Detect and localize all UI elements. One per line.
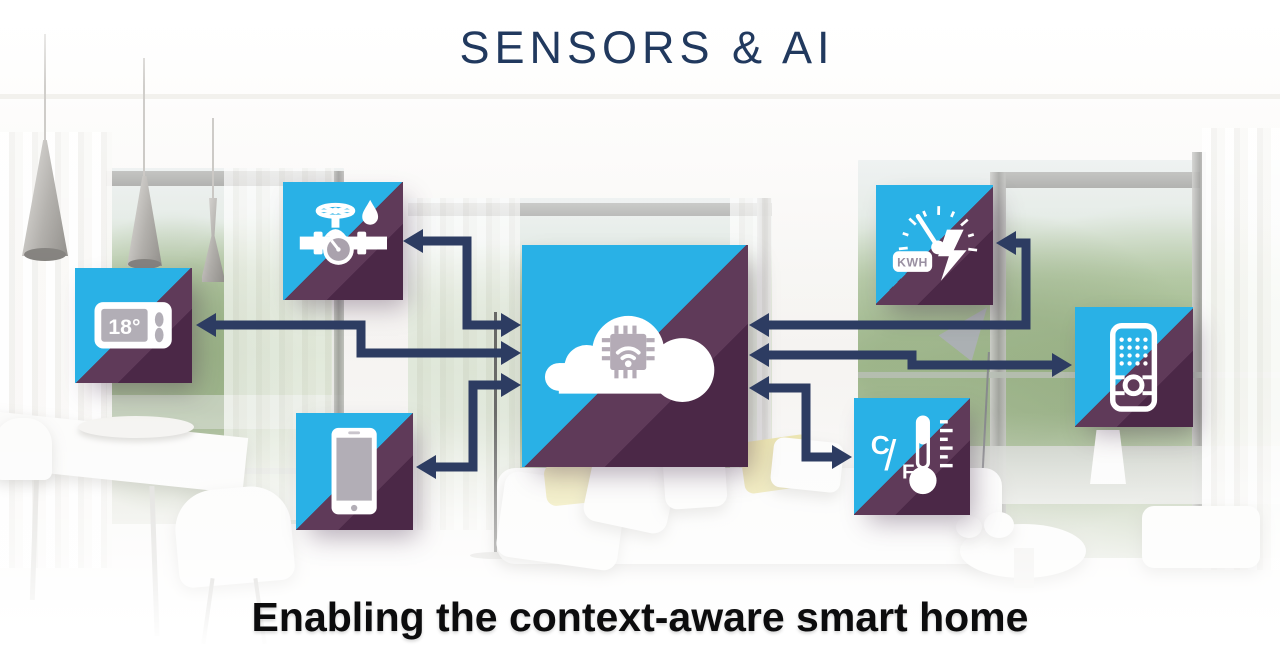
thermometer-tile: C / F	[854, 398, 970, 515]
shell-chair	[172, 483, 296, 589]
lightning-bolt-icon	[938, 229, 967, 281]
celsius-label: C	[871, 431, 890, 461]
cloud-chip-icon	[544, 315, 715, 402]
bowl	[78, 416, 194, 438]
page-title: SENSORS & AI	[459, 22, 835, 73]
ottoman	[1142, 506, 1260, 568]
lamp-cord-2	[143, 58, 145, 178]
kwh-label: KWH	[897, 255, 928, 269]
tablet-icon	[331, 428, 378, 515]
intercom-icon	[1110, 322, 1158, 412]
thermostat-tile: 18°	[75, 268, 192, 383]
speaker-dots	[1119, 337, 1149, 366]
dining-chair	[0, 418, 52, 480]
wifi-icon	[615, 346, 641, 361]
unit-slash: /	[885, 432, 897, 480]
coffee-table-leg	[1014, 548, 1034, 588]
lamp-cord-3	[212, 118, 214, 200]
decor-object	[984, 512, 1014, 538]
thermostat-icon: 18°	[94, 302, 173, 349]
ceiling-molding	[0, 94, 1280, 99]
tablet-tile	[296, 413, 413, 530]
power-meter-icon: KWH	[893, 205, 978, 281]
thermostat-display: 18°	[109, 315, 141, 339]
white-pillow	[769, 436, 845, 494]
chip-icon	[601, 325, 655, 379]
caption: Enabling the context-aware smart home	[251, 594, 1029, 640]
water-valve-icon	[299, 200, 387, 266]
thermometer-icon: C / F	[871, 415, 953, 495]
curtain-right	[1202, 128, 1280, 570]
decor-object	[956, 516, 982, 538]
doorbell-button	[1123, 373, 1145, 396]
water-drop-icon	[361, 200, 378, 226]
energy-meter-tile: KWH	[876, 185, 993, 305]
door-intercom-tile	[1075, 307, 1193, 427]
window-right-header	[1005, 172, 1200, 188]
pendant-lamp-opening	[24, 248, 66, 261]
water-valve-tile	[283, 182, 403, 300]
scale-ticks	[940, 420, 953, 468]
cloud-ai-tile	[522, 245, 748, 467]
